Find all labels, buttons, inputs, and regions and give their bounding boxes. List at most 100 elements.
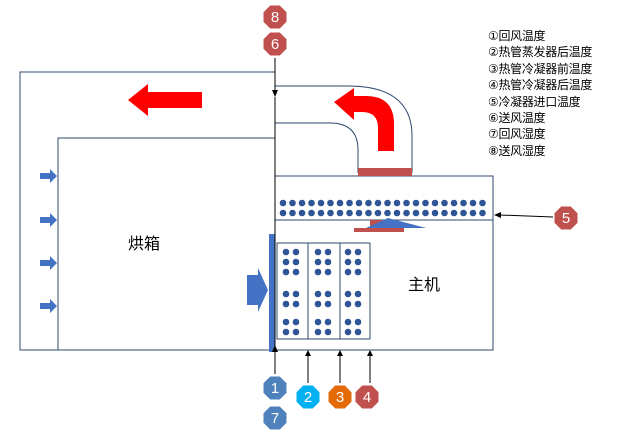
heat-pipe-tube [292,268,300,276]
air-flow-curved-arrow [334,88,394,151]
sensor-marker-7 [262,405,288,431]
air-flow-up-arrow-head [366,218,426,228]
condenser-tube [289,199,296,207]
condenser-tube [393,209,401,217]
heat-pipe-tube [354,248,362,256]
heat-pipe-coils [282,248,362,336]
heat-pipe-tube [354,300,362,308]
condenser-tube [422,199,429,207]
heat-pipe-tube [324,248,332,256]
sensor-marker-label-8: 8 [271,9,279,26]
sensor-marker-3 [327,384,353,410]
sensor-line-5-arrowhead [494,212,501,218]
heat-pipe-tube [314,290,322,298]
sensor-marker-label-1: 1 [271,380,279,397]
heat-pipe-tube [324,290,332,298]
heat-pipe-tube [344,258,352,266]
sensor-marker-6 [262,31,288,57]
heat-pipe-tube [282,328,290,336]
heat-pipe-tube [282,318,290,326]
heat-pipe-tube [314,300,322,308]
condenser-tube [469,199,477,207]
condenser-tube [317,199,325,207]
condenser-tube [384,209,391,217]
sensor-marker-2 [295,384,321,410]
condenser-tube [317,209,325,217]
condenser-tube [412,209,420,217]
legend-item-5: ⑤冷凝器进口温度 [488,94,581,109]
sensor-marker-label-2: 2 [304,389,312,406]
heat-pipe-tube [354,328,362,336]
sensor-marker-4 [354,384,380,410]
legend-item-1: ①回风温度 [488,29,546,43]
heat-pipe-tube [292,300,300,308]
heat-pipe-tube [324,328,332,336]
heat-pipe-tube [292,258,300,266]
condenser-tube [460,199,467,207]
condenser-tube [365,199,372,207]
heat-pipe-tube [292,328,300,336]
condenser-tube [374,199,382,207]
condenser-tube [298,199,306,207]
sensor-line-4-arrowhead [367,350,373,356]
condenser-tube [308,199,315,207]
condenser-tube [403,209,410,217]
heat-pipe-tube [314,258,322,266]
oven-inlet-arrow [40,169,57,183]
condenser-tube [479,199,486,207]
oven-inlet-arrow [40,213,57,227]
oven-inner-chamber [57,137,275,350]
heat-pipe-tube [314,248,322,256]
legend-item-3: ③热管冷凝器前温度 [488,61,593,76]
condenser-tube [469,209,477,217]
duct-inner-curve [275,122,359,173]
heat-pipe-tube [314,328,322,336]
sensor-line-top-arrowhead [272,90,278,97]
condenser-tube [346,209,353,217]
heat-pipe-tube [324,318,332,326]
condenser-coil [279,199,486,217]
heat-pipe-tube [282,300,290,308]
heat-pipe-tube [324,258,332,266]
condenser-tube [431,199,439,207]
condenser-tube [327,199,334,207]
condenser-tube [441,209,448,217]
condenser-tube [355,199,363,207]
condenser-tube [346,199,353,207]
condenser-tube [355,209,363,217]
condenser-tube [403,199,410,207]
condenser-tube [289,209,296,217]
condenser-tube [298,209,306,217]
heat-pipe-tube [292,290,300,298]
sensor-line-3-arrowhead [337,350,343,356]
legend-item-8: ⑧送风湿度 [488,143,546,158]
air-flow-left-arrow [128,84,202,116]
sensor-marker-label-3: 3 [336,389,344,406]
oven-inlet-arrow [40,299,57,313]
heat-pipe-tube [282,248,290,256]
heat-pipe-tube [344,248,352,256]
condenser-tube [412,199,420,207]
heat-pipe-tube [282,268,290,276]
heat-pipe-tube [282,290,290,298]
sensor-marker-label-7: 7 [271,410,279,427]
condenser-tube [374,209,382,217]
condenser-tube [441,199,448,207]
heat-pipe-tube [354,318,362,326]
oven-label: 烘箱 [128,234,160,253]
main-unit-label: 主机 [408,275,440,294]
condenser-tube [384,199,391,207]
heat-pipe-tube [344,300,352,308]
condenser-tube [422,209,429,217]
heat-pipe-tube [344,328,352,336]
legend-item-4: ④热管冷凝器后温度 [488,78,593,93]
condenser-tube [279,199,287,207]
condenser-tube [308,209,315,217]
heat-pipe-tube [354,268,362,276]
return-air-panel [269,234,275,352]
heat-pipe-tube [292,248,300,256]
sensor-line-bottom-arrowhead [272,345,278,352]
heat-pipe-tube [314,268,322,276]
